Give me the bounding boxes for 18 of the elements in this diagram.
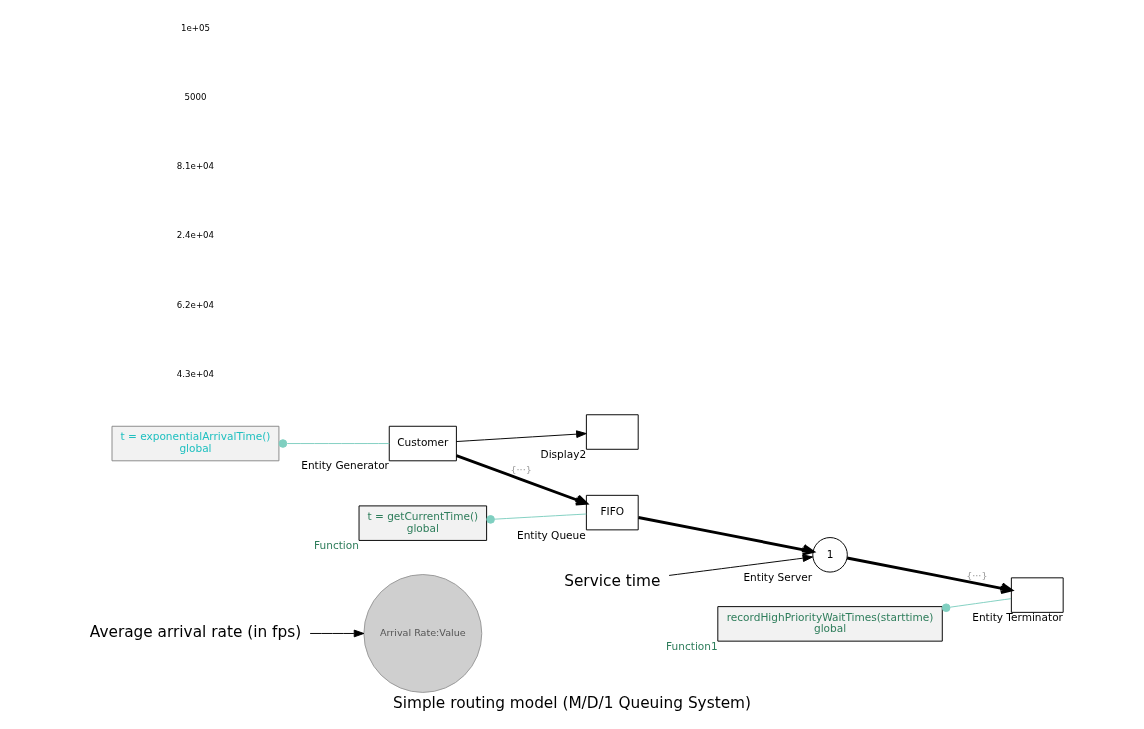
node-label: Entity Queue: [516, 528, 586, 541]
node-label: Function: [314, 538, 359, 551]
caption: Simple routing model (M/D/1 Queuing System): [392, 694, 752, 713]
node-text: Average arrival rate (in fps): [89, 623, 302, 642]
node-text: Service time: [564, 572, 661, 591]
node-label: Display2: [540, 447, 587, 460]
label: 8.1e+04: [176, 161, 215, 172]
node-label: Entity Server: [743, 570, 813, 583]
label: 1e+05: [180, 23, 210, 34]
edge-label: {···}: [510, 464, 532, 476]
edge-label: {···}: [966, 569, 988, 581]
node-label: Entity Generator: [301, 459, 389, 472]
node-label: Function1: [666, 639, 718, 652]
label: 6.2e+04: [176, 299, 215, 310]
node-label: Entity Terminator: [972, 610, 1063, 623]
label: 2.4e+04: [176, 230, 215, 241]
label: 5000: [184, 92, 207, 103]
label: 4.3e+04: [176, 368, 215, 379]
